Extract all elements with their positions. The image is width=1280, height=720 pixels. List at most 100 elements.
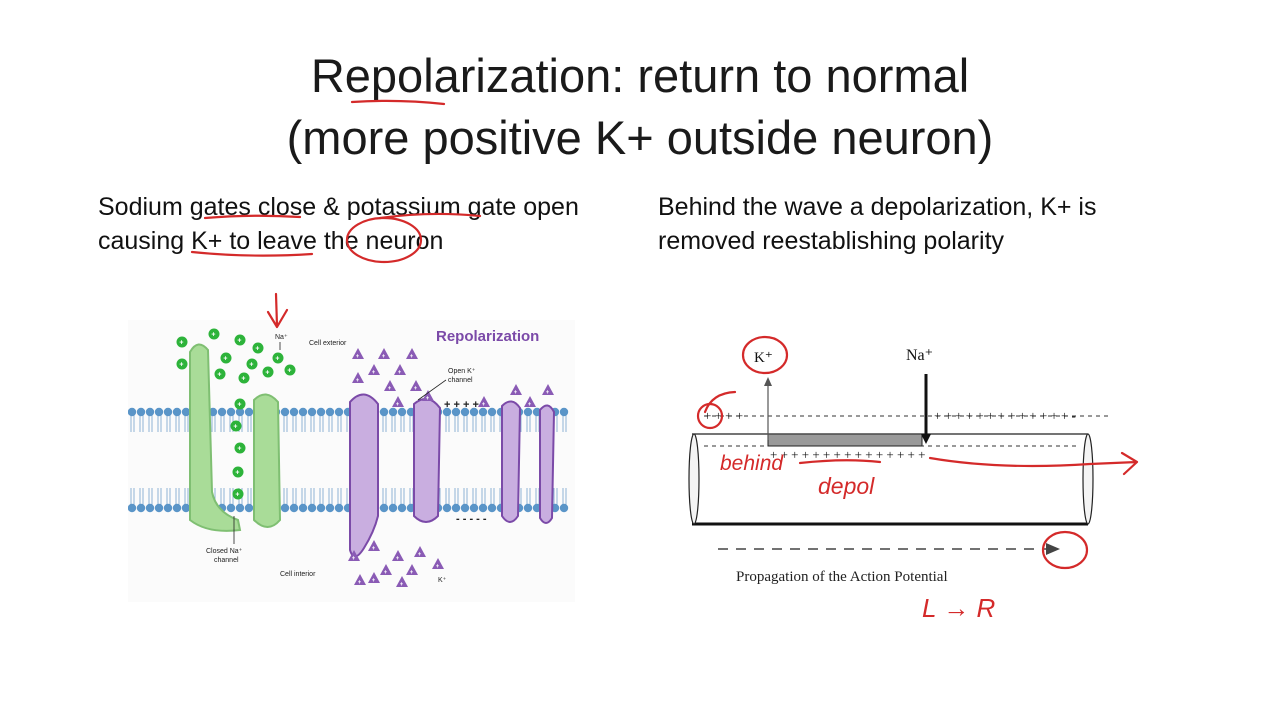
k-ion-label: K⁺ <box>754 350 773 366</box>
potassium-ion: + <box>354 574 366 586</box>
potassium-ion: + <box>406 564 418 576</box>
sodium-ion: + <box>272 352 284 364</box>
svg-text:+: + <box>223 356 227 363</box>
sodium-ion: + <box>176 336 188 348</box>
svg-text:+: + <box>241 376 245 383</box>
sodium-ion: + <box>284 364 296 376</box>
potassium-ion: + <box>406 348 418 360</box>
svg-text:+: + <box>356 378 360 384</box>
sodium-ion: + <box>238 372 250 384</box>
closed-na-label-line1: Closed Na⁺ <box>206 548 243 555</box>
slide-title-line2: (more positive K+ outside neuron) <box>286 111 994 164</box>
cell-interior-label: Cell interior <box>280 571 316 578</box>
sodium-ion: + <box>262 366 274 378</box>
svg-text:+: + <box>217 372 221 379</box>
svg-text:+: + <box>528 402 532 408</box>
svg-text:+: + <box>384 570 388 576</box>
svg-text:+: + <box>287 368 291 375</box>
potassium-ion: + <box>394 364 406 376</box>
closed-sodium-channel-left <box>189 343 242 532</box>
sodium-ion: + <box>232 466 244 478</box>
potassium-ion: + <box>352 372 364 384</box>
na-ion-label: Na⁺ <box>906 347 933 364</box>
svg-text:+: + <box>514 390 518 396</box>
potassium-ion: + <box>384 380 396 392</box>
propagation-caption: Propagation of the Action Potential <box>736 569 948 585</box>
svg-text:+: + <box>275 356 279 363</box>
sodium-ion: + <box>232 488 244 500</box>
potassium-ion: + <box>368 540 380 552</box>
sodium-ion: + <box>246 358 258 370</box>
svg-text:+: + <box>372 578 376 584</box>
potassium-ion: + <box>510 384 522 396</box>
closed-na-label-line2: channel <box>214 557 239 564</box>
sodium-ion: + <box>214 368 226 380</box>
sodium-ion: + <box>208 328 220 340</box>
svg-text:+: + <box>546 390 550 396</box>
svg-text:+: + <box>237 446 241 453</box>
potassium-channel-right-b <box>539 404 556 524</box>
potassium-ion: + <box>392 550 404 562</box>
svg-text:+: + <box>179 362 183 369</box>
sodium-ion: + <box>234 334 246 346</box>
slide-title-line1: Repolarization: return to normal <box>310 49 970 102</box>
closed-sodium-channel-right <box>253 393 282 528</box>
inner-plus-signs: + + + + + + + + + + + + + + + <box>770 447 925 462</box>
svg-text:+: + <box>436 564 440 570</box>
sodium-ion: + <box>234 442 246 454</box>
svg-text:+: + <box>235 470 239 477</box>
open-k-label-line1: Open K⁺ <box>448 368 476 375</box>
axon-left-end <box>688 433 700 525</box>
svg-text:+: + <box>400 582 404 588</box>
svg-text:+: + <box>388 386 392 392</box>
svg-text:+: + <box>211 332 215 339</box>
depolarized-segment <box>767 433 923 447</box>
potassium-ions: ++++++++++++++++++++++++ <box>348 348 554 588</box>
svg-text:+: + <box>352 556 356 562</box>
membrane-minus-signs: - - - - - <box>456 513 487 525</box>
potassium-ion: + <box>432 558 444 570</box>
svg-text:+: + <box>418 552 422 558</box>
potassium-ion: + <box>410 380 422 392</box>
potassium-ion: + <box>524 396 536 408</box>
na-label: Na⁺ <box>275 334 288 341</box>
open-k-label-line2: channel <box>448 377 473 384</box>
potassium-channel-open <box>413 397 442 523</box>
outer-plus-left: + + + + <box>704 408 743 423</box>
k-label: K⁺ <box>438 577 447 584</box>
svg-text:+: + <box>358 580 362 586</box>
sodium-ion: + <box>252 342 264 354</box>
svg-text:+: + <box>410 570 414 576</box>
potassium-ion: + <box>414 546 426 558</box>
right-body-text: Behind the wave a depolarization, K+ is … <box>658 193 1097 255</box>
svg-text:+: + <box>265 370 269 377</box>
svg-text:+: + <box>237 338 241 345</box>
svg-text:+: + <box>356 354 360 360</box>
membrane-plus-signs: + + + + <box>444 399 479 411</box>
potassium-ion: + <box>378 348 390 360</box>
svg-text:+: + <box>372 546 376 552</box>
potassium-ion: + <box>392 396 404 408</box>
svg-text:+: + <box>179 340 183 347</box>
potassium-ion: + <box>396 576 408 588</box>
axon-right-end <box>1082 433 1094 525</box>
potassium-ion: + <box>368 364 380 376</box>
svg-text:+: + <box>426 396 430 402</box>
potassium-ion: + <box>542 384 554 396</box>
action-potential-propagation-figure: K⁺ Na⁺ + + + + + + + + + + + + + + + + +… <box>688 347 1112 585</box>
svg-text:+: + <box>255 346 259 353</box>
sodium-ion: + <box>230 420 242 432</box>
svg-text:+: + <box>372 370 376 376</box>
left-body-text: Sodium gates close & potassium gate open… <box>98 193 579 255</box>
sodium-ions: +++++++++++++++++ <box>176 328 296 500</box>
potassium-ion: + <box>478 396 490 408</box>
svg-text:+: + <box>414 386 418 392</box>
svg-text:+: + <box>396 556 400 562</box>
svg-text:+: + <box>410 354 414 360</box>
svg-text:+: + <box>398 370 402 376</box>
svg-text:+: + <box>237 402 241 409</box>
repolarization-membrane-figure: +++++++++++++++++ ++++++++++++++++++++++… <box>128 320 575 602</box>
sodium-ion: + <box>234 398 246 410</box>
svg-text:+: + <box>235 492 239 499</box>
svg-text:+: + <box>233 424 237 431</box>
